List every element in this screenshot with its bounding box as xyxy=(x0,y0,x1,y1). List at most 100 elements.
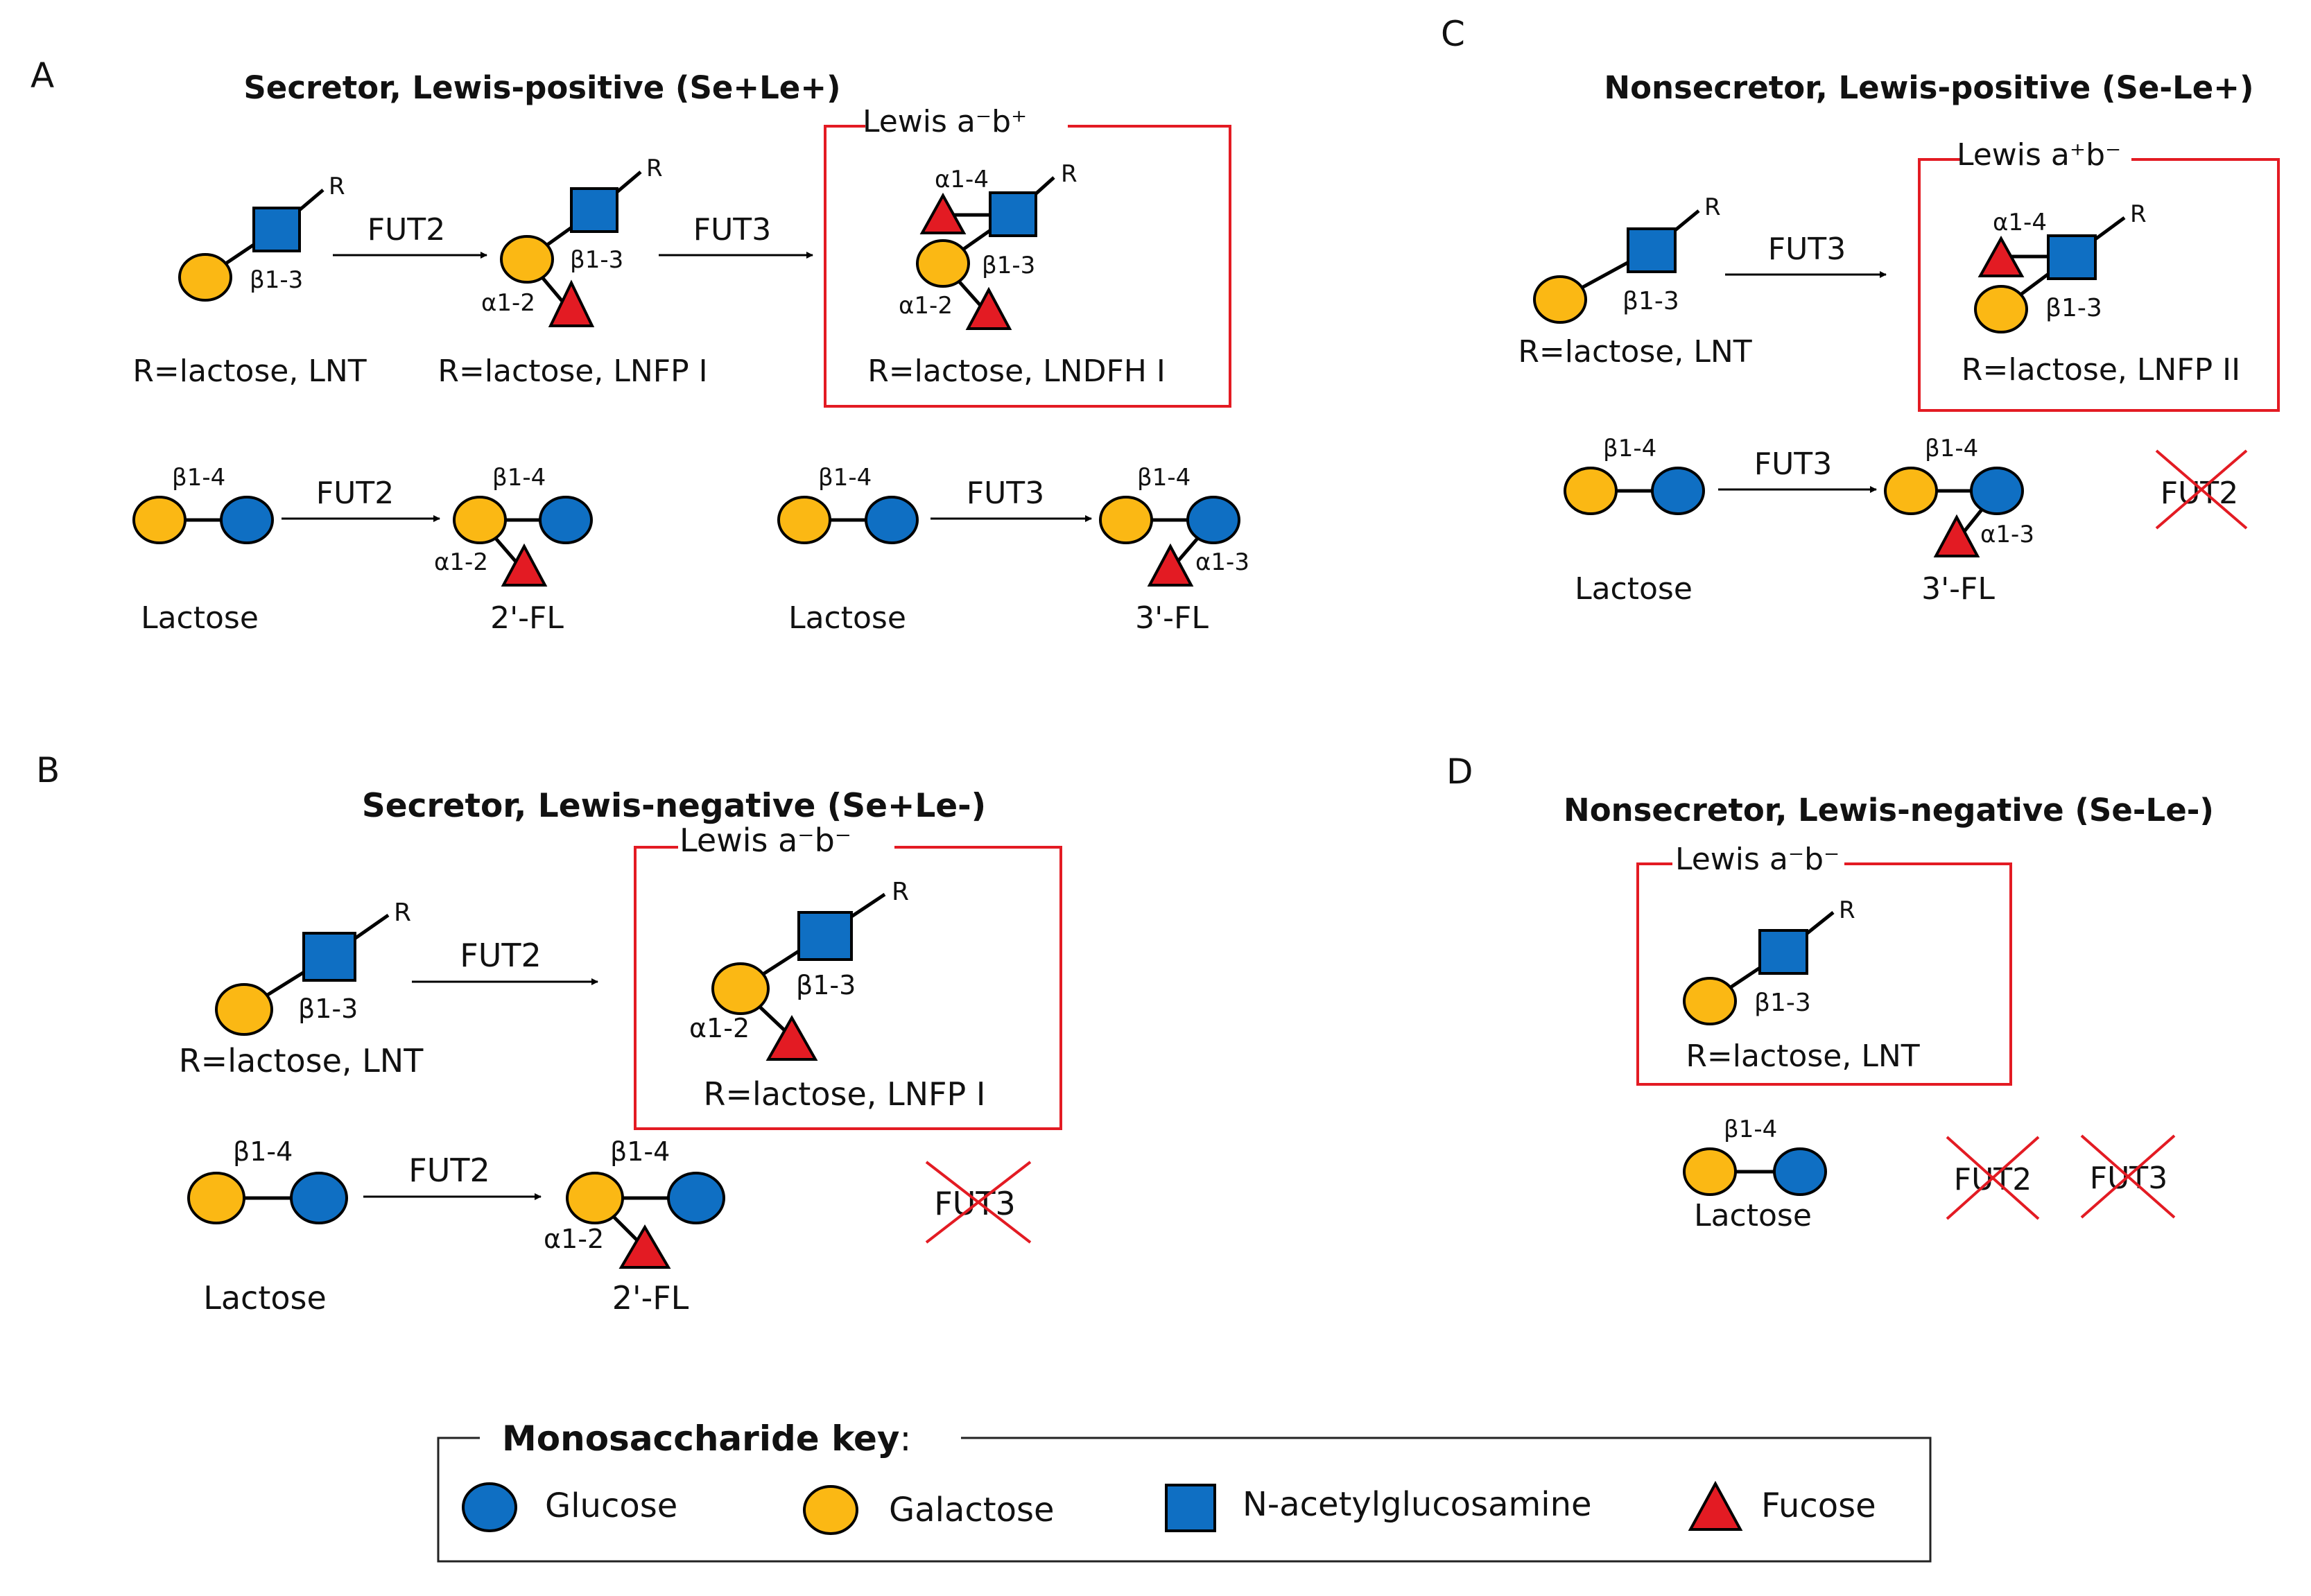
linkage-label: β1-4 xyxy=(172,464,225,492)
enzyme-label: FUT2 xyxy=(408,1152,490,1189)
linkage-label: α1-2 xyxy=(899,292,953,320)
linkage-label: β1-3 xyxy=(250,266,303,294)
galactose-symbol xyxy=(215,983,273,1036)
enzyme-label: FUT3 xyxy=(1754,446,1832,482)
linkage-label: β1-4 xyxy=(610,1136,670,1167)
lewis-box-label: Lewis a⁻b⁺ xyxy=(863,104,1027,139)
r-label: R xyxy=(1839,896,1855,924)
galactose-symbol xyxy=(1533,275,1587,324)
enzyme-label: FUT3 xyxy=(967,476,1044,511)
fucose-symbol xyxy=(618,1224,671,1269)
galactose-symbol xyxy=(1974,285,2028,333)
galactose-symbol xyxy=(187,1172,245,1224)
fucose-symbol xyxy=(919,192,967,234)
linkage-label: α1-3 xyxy=(1195,548,1249,576)
galactose-symbol xyxy=(711,962,770,1015)
linkage-label: β1-3 xyxy=(2045,294,2102,322)
lactose-structure: β1-4 Lactose xyxy=(777,464,919,636)
glucose-symbol xyxy=(1970,467,2024,515)
glcnac-symbol xyxy=(570,187,618,233)
panel-d: D Nonsecretor, Lewis-negative (Se-Le-) L… xyxy=(1446,752,2214,1233)
glcnac-symbol xyxy=(1758,929,1808,975)
key-title-colon: : xyxy=(900,1419,912,1459)
enzyme-label: FUT2 xyxy=(316,476,394,511)
panel-c: C Nonsecretor, Lewis-positive (Se-Le+) R… xyxy=(1441,14,2280,607)
2fl-structure: β1-4 α1-2 2'-FL xyxy=(434,464,593,636)
r-label: R xyxy=(329,173,345,200)
panel-a: A Secretor, Lewis-positive (Se+Le+) R β1… xyxy=(31,55,1249,636)
galactose-symbol xyxy=(777,496,831,544)
glucose-symbol xyxy=(290,1172,348,1224)
glucose-symbol xyxy=(1651,467,1705,515)
linkage-label: β1-3 xyxy=(1754,989,1811,1017)
2fl-label: 2'-FL xyxy=(490,600,564,636)
lnfp2-caption: R=lactose, LNFP II xyxy=(1962,352,2240,388)
glcnac-key-label: N-acetylglucosamine xyxy=(1243,1485,1592,1524)
panel-b-title: Secretor, Lewis-negative (Se+Le-) xyxy=(362,787,986,825)
glcnac-symbol xyxy=(989,191,1037,237)
lactose-label: Lactose xyxy=(203,1279,327,1317)
panel-c-title: Nonsecretor, Lewis-positive (Se-Le+) xyxy=(1604,69,2253,106)
fucose-symbol xyxy=(965,286,1012,330)
glcnac-symbol xyxy=(2047,234,2097,280)
glucose-symbol xyxy=(667,1172,725,1224)
3fl-structure: β1-4 α1-3 3'-FL xyxy=(1884,435,2034,607)
enzyme-label: FUT2 xyxy=(367,212,445,248)
key-title-text: Monosaccharide key xyxy=(502,1419,900,1459)
panel-b: B Secretor, Lewis-negative (Se+Le-) R β1… xyxy=(36,750,1062,1317)
glcnac-symbol xyxy=(797,911,853,961)
linkage-label: α1-3 xyxy=(1980,521,2034,548)
panel-d-letter: D xyxy=(1446,752,1473,792)
enzyme-label: FUT2 xyxy=(460,937,542,974)
panel-c-letter: C xyxy=(1441,14,1465,54)
fucose-symbol xyxy=(501,543,548,587)
fucose-symbol xyxy=(1933,514,1980,557)
galactose-symbol xyxy=(1099,496,1153,544)
lewis-box: Lewis a⁻b⁻ R β1-3 α1-2 R=lactose, LNFP I xyxy=(634,822,1062,1130)
linkage-label: α1-2 xyxy=(481,289,535,317)
linkage-label: β1-4 xyxy=(1925,435,1978,462)
galactose-symbol xyxy=(1683,1147,1737,1196)
r-label: R xyxy=(892,878,909,906)
fucose-key-label: Fucose xyxy=(1761,1486,1876,1525)
galactose-symbol xyxy=(566,1172,624,1224)
galactose-symbol xyxy=(178,253,232,302)
lactose-label: Lactose xyxy=(141,600,259,636)
glucose-key-label: Glucose xyxy=(545,1486,677,1525)
lnfp1-structure: R β1-3 α1-2 R=lactose, LNFP I xyxy=(438,155,707,389)
glcnac-symbol xyxy=(302,932,356,982)
lnt-caption: R=lactose, LNT xyxy=(1686,1039,1919,1074)
crossed-enzyme: FUT2 xyxy=(1946,1136,2040,1220)
glcnac-symbol xyxy=(252,207,301,252)
glucose-symbol xyxy=(865,496,919,544)
galactose-symbol xyxy=(1564,467,1618,515)
galactose-key-symbol xyxy=(803,1485,858,1535)
linkage-label: α1-4 xyxy=(935,166,989,193)
linkage-label: β1-4 xyxy=(492,464,546,492)
glucose-key-symbol xyxy=(462,1482,517,1532)
galactose-symbol xyxy=(132,496,187,544)
linkage-label: β1-4 xyxy=(1137,464,1191,492)
lewis-box: Lewis a⁻b⁻ R β1-3 R=lactose, LNT xyxy=(1636,842,2012,1086)
key-title: Monosaccharide key: xyxy=(502,1419,911,1459)
linkage-label: β1-3 xyxy=(796,970,856,1000)
lactose-label: Lactose xyxy=(1694,1198,1812,1233)
lewis-box-label: Lewis a⁺b⁻ xyxy=(1957,137,2121,173)
2fl-label: 2'-FL xyxy=(612,1279,689,1317)
2fl-structure: β1-4 α1-2 2'-FL xyxy=(544,1136,725,1317)
linkage-label: β1-3 xyxy=(982,252,1035,279)
linkage-label: α1-2 xyxy=(544,1224,604,1254)
lnt-structure: R β1-3 R=lactose, LNT xyxy=(179,899,424,1079)
panel-a-title: Secretor, Lewis-positive (Se+Le+) xyxy=(243,69,840,106)
glucose-symbol xyxy=(539,496,593,544)
glucose-symbol xyxy=(1773,1147,1827,1196)
glcnac-symbol xyxy=(1627,227,1677,273)
panel-a-letter: A xyxy=(31,55,54,96)
lndfh-caption: R=lactose, LNDFH I xyxy=(867,354,1166,389)
linkage-label: β1-3 xyxy=(1622,287,1679,315)
lactose-structure: β1-4 Lactose xyxy=(1683,1116,1827,1233)
linkage-label: β1-4 xyxy=(233,1136,293,1167)
glucose-symbol xyxy=(220,496,274,544)
lactose-label: Lactose xyxy=(1575,571,1693,607)
